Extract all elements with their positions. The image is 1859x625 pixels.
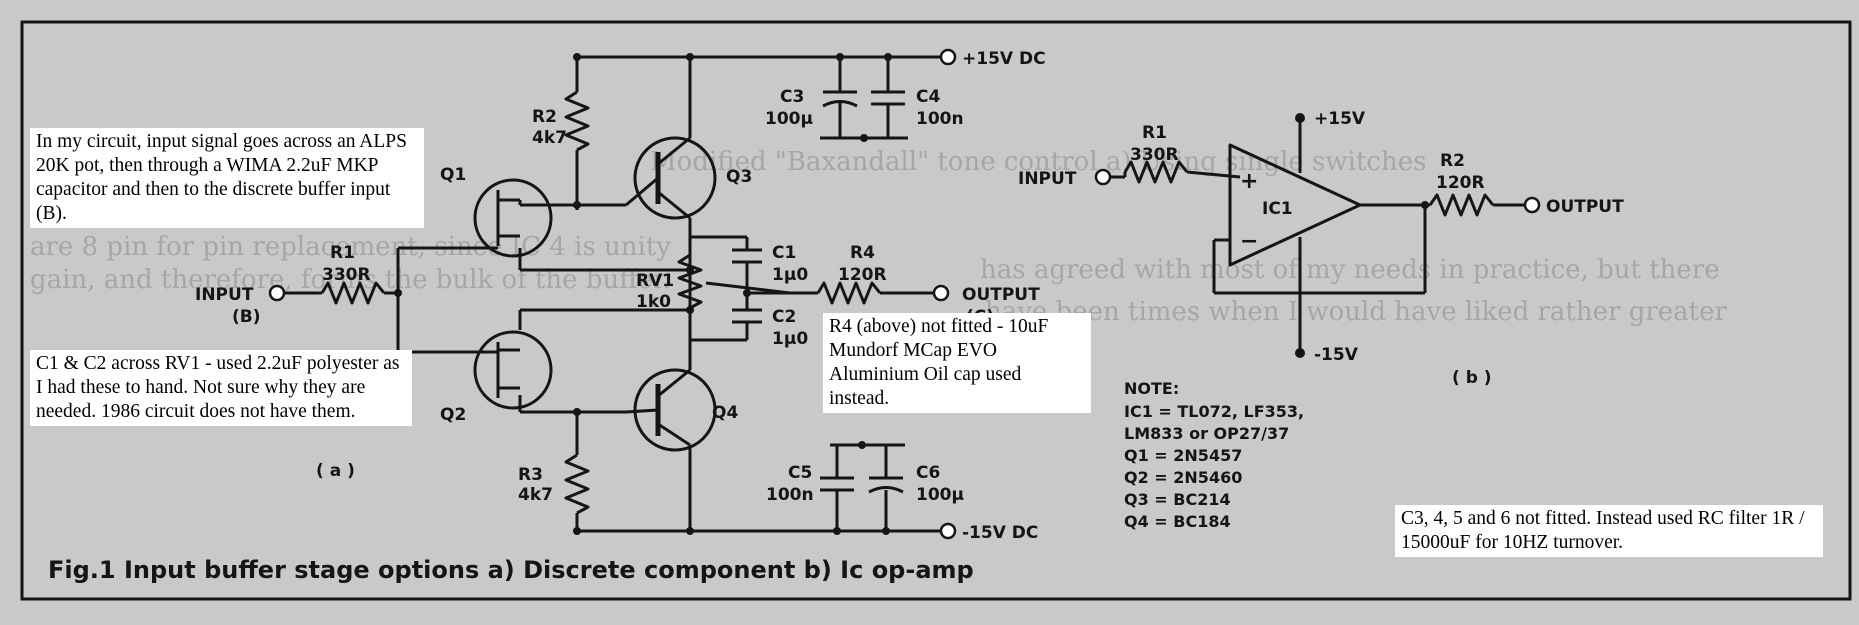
c3-value: 100µ bbox=[765, 109, 813, 129]
q4-label: Q4 bbox=[712, 403, 738, 423]
note-line-3: Q1 = 2N5457 bbox=[1124, 446, 1242, 465]
minus-15v-terminal bbox=[939, 522, 957, 540]
output-a-label: OUTPUT bbox=[962, 285, 1040, 305]
circuit-b-labels: INPUT R1 330R R2 120R OUTPUT IC1 +15V -1… bbox=[1018, 109, 1624, 388]
figure-caption: Fig.1 Input buffer stage options a) Disc… bbox=[48, 556, 974, 584]
r2b-name: R2 bbox=[1440, 151, 1465, 171]
panel-a-tag: ( a ) bbox=[316, 461, 355, 481]
minus-15v-label: -15V DC bbox=[962, 523, 1038, 543]
capacitor-annotation: C1 & C2 across RV1 - used 2.2uF polyeste… bbox=[30, 350, 412, 426]
c2-value: 1µ0 bbox=[772, 329, 808, 349]
inverting-pin: − bbox=[1240, 229, 1258, 254]
circuit-a-wiring bbox=[284, 55, 942, 533]
input-terminal-b bbox=[1094, 168, 1112, 186]
r4-name: R4 bbox=[850, 243, 875, 263]
note-line-4: Q2 = 2N5460 bbox=[1124, 468, 1242, 487]
r2b-value: 120R bbox=[1436, 173, 1485, 193]
ic1-label: IC1 bbox=[1262, 199, 1293, 219]
ghost-line-3: are 8 pin for pin replacement, since IC … bbox=[30, 232, 671, 262]
c2-name: C2 bbox=[772, 307, 796, 327]
q2-symbol bbox=[473, 330, 553, 410]
note-line-5: Q3 = BC214 bbox=[1124, 490, 1231, 509]
note-line-1: IC1 = TL072, LF353, bbox=[1124, 402, 1304, 421]
rv1-name: RV1 bbox=[636, 271, 674, 291]
q1-label: Q1 bbox=[440, 165, 466, 185]
r1a-name: R1 bbox=[330, 243, 355, 263]
c4-name: C4 bbox=[916, 87, 940, 107]
r1a-value: 330R bbox=[322, 265, 371, 285]
output-terminal-a bbox=[932, 284, 950, 302]
panel-b-tag: ( b ) bbox=[1452, 368, 1492, 388]
r4-value: 120R bbox=[838, 265, 887, 285]
q2-label: Q2 bbox=[440, 405, 466, 425]
circuit-a-labels: R2 4k7 R3 4k7 R1 330R INPUT (B) Q1 Q2 Q3… bbox=[195, 49, 1046, 543]
minus-rail-label: -15V bbox=[1314, 345, 1359, 365]
output-terminal-b bbox=[1523, 196, 1541, 214]
c1-name: C1 bbox=[772, 243, 796, 263]
c5-value: 100n bbox=[766, 485, 814, 505]
input-a-label: INPUT bbox=[195, 285, 254, 305]
c5-name: C5 bbox=[788, 463, 812, 483]
r3-name: R3 bbox=[518, 465, 543, 485]
q3-label: Q3 bbox=[726, 167, 752, 187]
input-terminal-a bbox=[268, 284, 286, 302]
note-line-2: LM833 or OP27/37 bbox=[1124, 424, 1289, 443]
note-heading: NOTE: bbox=[1124, 379, 1179, 398]
figure-frame bbox=[20, 20, 1852, 601]
c4-value: 100n bbox=[916, 109, 964, 129]
terminals bbox=[268, 48, 957, 540]
filter-annotation: C3, 4, 5 and 6 not fitted. Instead used … bbox=[1395, 505, 1823, 557]
ghost-line-1: has agreed with most of my needs in prac… bbox=[980, 255, 1720, 285]
junction-dots bbox=[394, 53, 892, 535]
circuit-b-dots bbox=[1295, 113, 1429, 358]
circuit-b-terminals bbox=[1094, 168, 1541, 214]
plus-15v-terminal bbox=[939, 48, 957, 66]
ghost-line-5: Modified "Baxandall" tone control a) Usi… bbox=[650, 147, 1426, 177]
output-b-label: OUTPUT bbox=[1546, 197, 1624, 217]
r2-value: 4k7 bbox=[532, 128, 567, 148]
plus-rail-label: +15V bbox=[1314, 109, 1366, 129]
input-a-node: (B) bbox=[232, 307, 261, 327]
q3-symbol bbox=[633, 136, 717, 220]
input-b-label: INPUT bbox=[1018, 169, 1077, 189]
input-annotation: In my circuit, input signal goes across … bbox=[30, 128, 424, 228]
c1-value: 1µ0 bbox=[772, 265, 808, 285]
transistors bbox=[473, 136, 717, 452]
note-line-6: Q4 = BC184 bbox=[1124, 512, 1231, 531]
c3-name: C3 bbox=[780, 87, 804, 107]
ghost-line-2: have been times when I would have liked … bbox=[985, 297, 1727, 327]
r3-value: 4k7 bbox=[518, 485, 553, 505]
r1b-name: R1 bbox=[1142, 123, 1167, 143]
c6-value: 100µ bbox=[916, 485, 964, 505]
rv1-value: 1k0 bbox=[636, 292, 671, 312]
c6-name: C6 bbox=[916, 463, 940, 483]
noninverting-pin: + bbox=[1240, 169, 1258, 194]
r1b-value: 330R bbox=[1130, 145, 1179, 165]
circuit-b-wiring bbox=[1110, 118, 1525, 353]
plus-15v-label: +15V DC bbox=[962, 49, 1046, 69]
r4-annotation: R4 (above) not fitted - 10uF Mundorf MCa… bbox=[823, 313, 1091, 413]
q1-symbol bbox=[473, 178, 553, 258]
r2-name: R2 bbox=[532, 107, 557, 127]
parts-note: NOTE: IC1 = TL072, LF353, LM833 or OP27/… bbox=[1124, 379, 1304, 531]
